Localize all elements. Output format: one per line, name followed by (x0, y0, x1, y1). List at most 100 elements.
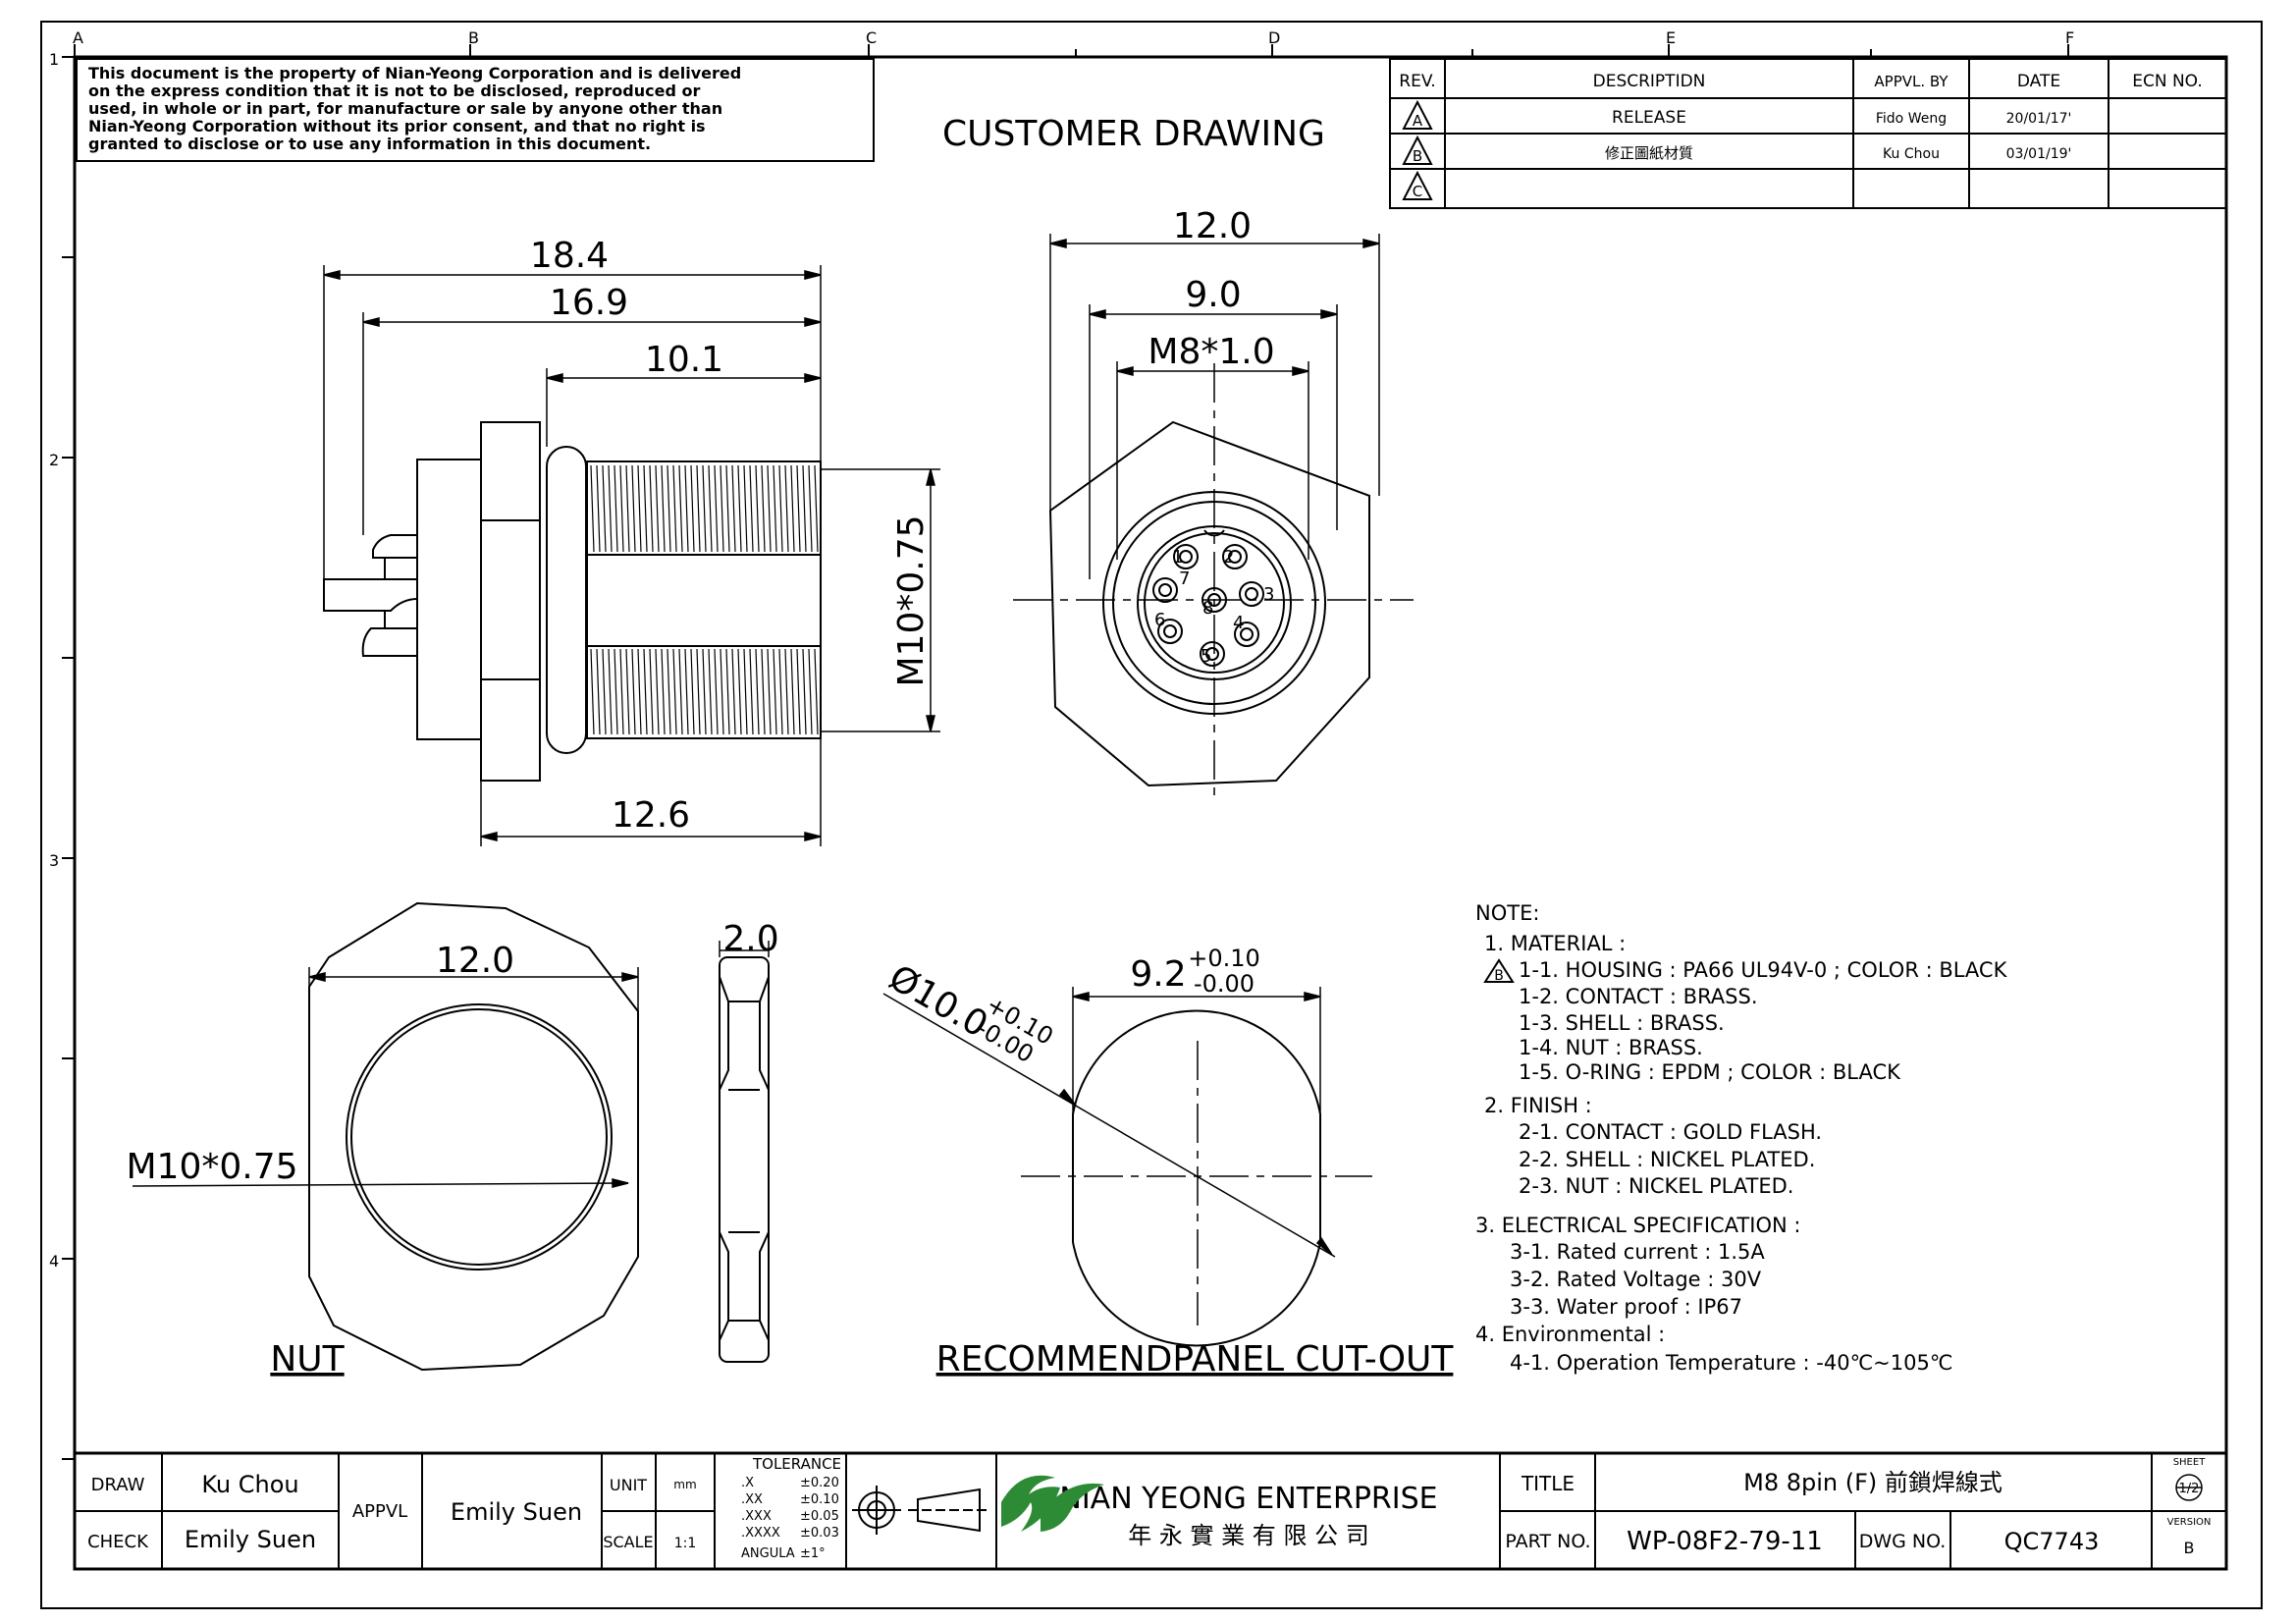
note-line: 2-3. NUT : NICKEL PLATED. (1519, 1174, 1794, 1198)
title-value: M8 8pin (F) 前鎖焊線式 (1743, 1469, 2002, 1496)
rev-a-letter: A (1413, 112, 1423, 130)
thread-line (696, 464, 701, 553)
pin-contact (1200, 641, 1225, 667)
thread-line (661, 464, 666, 553)
thread-line (649, 464, 654, 553)
pin-contact-core (1228, 550, 1242, 564)
thread-line (702, 464, 707, 553)
note-line: 3-2. Rated Voltage : 30V (1510, 1268, 1762, 1291)
dim-side-thread-diameter: M10*0.75 (891, 514, 932, 686)
notes-heading: NOTE: (1475, 901, 1539, 925)
note-line: 2. FINISH : (1484, 1094, 1592, 1117)
company-name-cn: 年 永 實 業 有 限 公 司 (1128, 1522, 1368, 1549)
unit-label: UNIT (610, 1476, 647, 1494)
dim-front-thread: M8*1.0 (1148, 332, 1274, 372)
dim-front-inner: 9.0 (1185, 275, 1241, 315)
thread-line (672, 464, 677, 553)
thread-line (684, 648, 689, 735)
note-line: 4-1. Operation Temperature : -40℃~105℃ (1510, 1351, 1952, 1375)
thread-line (755, 648, 760, 735)
note-line: 2-2. SHELL : NICKEL PLATED. (1519, 1148, 1815, 1171)
thread-line (808, 648, 813, 735)
thread-line (661, 648, 666, 735)
thread-line (655, 464, 660, 553)
revision-table-text: REV. DESCRIPTIDN APPVL. BY DATE ECN NO. … (1399, 72, 2202, 162)
part-no-label: PART NO. (1505, 1531, 1590, 1552)
column-label: F (2065, 28, 2074, 47)
check-value: Emily Suen (185, 1526, 316, 1553)
thread-line (720, 648, 724, 735)
thread-line (643, 464, 648, 553)
title-block (73, 1451, 2228, 1571)
thread-line (643, 648, 648, 735)
pin-contact (1222, 544, 1248, 569)
thread-line (667, 648, 671, 735)
pin-contact-core (1163, 624, 1177, 638)
thread-line (767, 648, 772, 735)
thread-line (737, 648, 742, 735)
side-view-threads (590, 464, 819, 735)
thread-line (720, 464, 724, 553)
note-line: 2-1. CONTACT : GOLD FLASH. (1519, 1120, 1822, 1144)
pin-number: 5 (1201, 646, 1211, 667)
pin-number: 8 (1202, 598, 1213, 619)
rev-a-description: RELEASE (1612, 108, 1686, 128)
dwg-no-label: DWG NO. (1859, 1531, 1947, 1552)
notice-line: Nian-Yeong Corporation without its prior… (88, 117, 706, 135)
thread-line (690, 648, 695, 735)
dim-nut-thickness: 2.0 (722, 919, 778, 959)
rev-a-triangle-icon (1402, 99, 1433, 130)
panel-cutout-view (1072, 1009, 1321, 1347)
rev-header: REV. (1399, 72, 1435, 91)
notes: NOTE: 1. MATERIAL : 1-1. HOUSING : PA66 … (1475, 901, 2008, 1375)
tolerance-key: .XXX (741, 1509, 772, 1524)
title-label: TITLE (1521, 1472, 1575, 1495)
sheet-label: SHEET (2173, 1457, 2207, 1468)
thread-line (749, 464, 754, 553)
thread-line (637, 464, 642, 553)
thread-line (625, 464, 630, 553)
column-label: D (1268, 28, 1280, 47)
sheet-value: 1/2 (2179, 1482, 2200, 1496)
thread-line (608, 464, 613, 553)
dim-side-body: 16.9 (550, 283, 628, 323)
dim-nut-width: 12.0 (436, 941, 514, 981)
thread-line (702, 648, 707, 735)
version-value: B (2184, 1539, 2195, 1557)
thread-line (814, 464, 819, 553)
notice-line: used, in whole or in part, for manufactu… (88, 99, 722, 118)
note-line: 1. MATERIAL : (1484, 932, 1626, 955)
thread-line (631, 648, 636, 735)
note-line: 3-1. Rated current : 1.5A (1510, 1240, 1765, 1264)
front-view-centerlines (1013, 363, 1414, 800)
revision-triangles (1402, 99, 1433, 200)
pin-contact-core (1245, 587, 1258, 601)
thread-line (802, 648, 807, 735)
column-label: C (866, 28, 877, 47)
cutout-view-label: RECOMMENDPANEL CUT-OUT (936, 1339, 1455, 1380)
projection-symbol-icon (852, 1486, 987, 1535)
rev-b-description: 修正圖紙材質 (1605, 144, 1693, 162)
rev-a-appvl: Fido Weng (1876, 111, 1947, 127)
title-block-text: DRAW Ku Chou CHECK Emily Suen APPVL Emil… (87, 1455, 2211, 1561)
thread-line (619, 464, 624, 553)
thread-line (790, 648, 795, 735)
pin-number: 3 (1263, 584, 1274, 605)
company-name-en: NIAN YEONG ENTERPRISE (1059, 1482, 1437, 1516)
panel-cutout-dimensions (882, 987, 1336, 1258)
drawing-title: CUSTOMER DRAWING (942, 114, 1325, 154)
tolerance-value: ±0.10 (800, 1492, 839, 1507)
thread-line (678, 464, 683, 553)
thread-line (614, 648, 618, 735)
thread-line (614, 464, 618, 553)
rev-b-triangle-icon (1402, 135, 1433, 165)
thread-line (814, 648, 819, 735)
front-view-dimensions (1049, 234, 1380, 579)
thread-line (743, 648, 748, 735)
notice-line: This document is the property of Nian-Ye… (88, 64, 741, 82)
column-label: A (73, 28, 83, 47)
side-view-dimensions (323, 265, 940, 846)
tolerance-key: .XX (741, 1492, 763, 1507)
